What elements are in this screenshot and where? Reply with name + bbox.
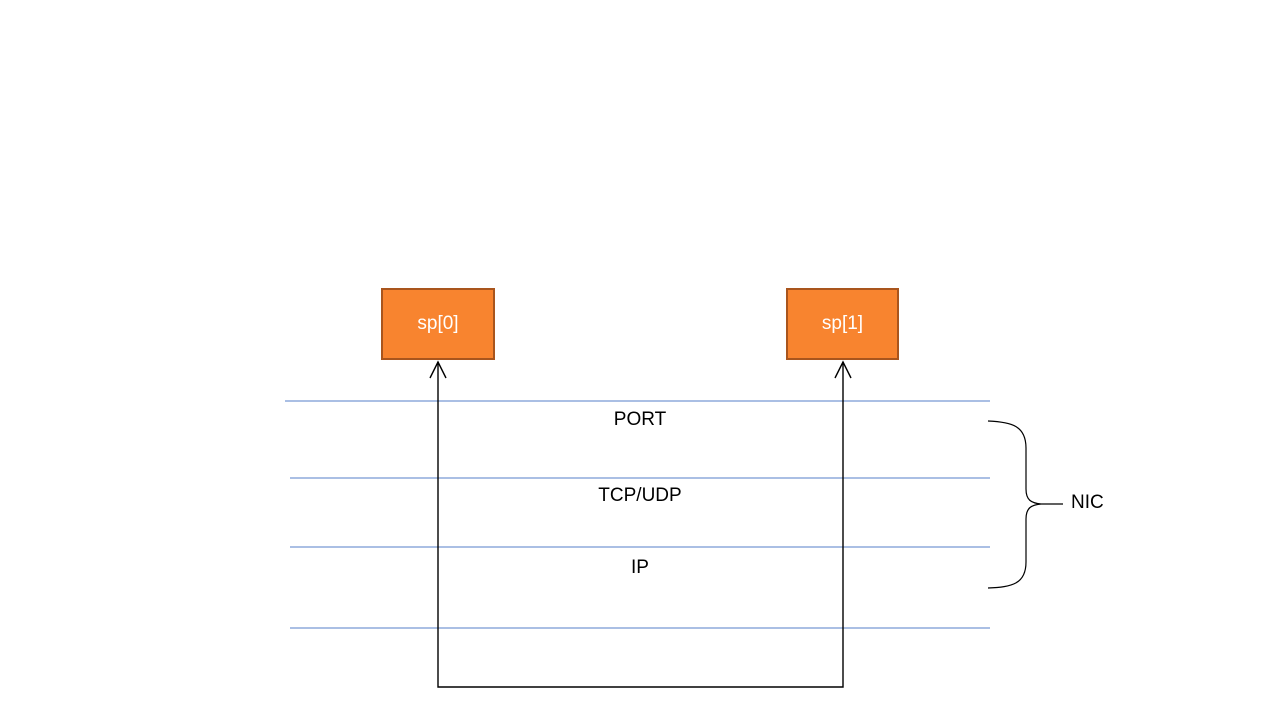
layer-label-tcp-udp: TCP/UDP [598, 485, 682, 506]
nic-label: NIC [1071, 492, 1104, 513]
layer-label-ip: IP [631, 557, 649, 578]
layer-label-port: PORT [613, 409, 667, 430]
sp1-box: sp[1] [786, 288, 899, 360]
sp0-label: sp[0] [417, 313, 459, 334]
sp1-label: sp[1] [821, 313, 864, 334]
arrowhead-sp0-icon [429, 360, 447, 379]
arrowhead-sp1-icon [834, 360, 852, 379]
connector-loop [437, 362, 844, 688]
sp0-box: sp[0] [381, 288, 495, 360]
nic-brace-icon [987, 420, 1042, 589]
